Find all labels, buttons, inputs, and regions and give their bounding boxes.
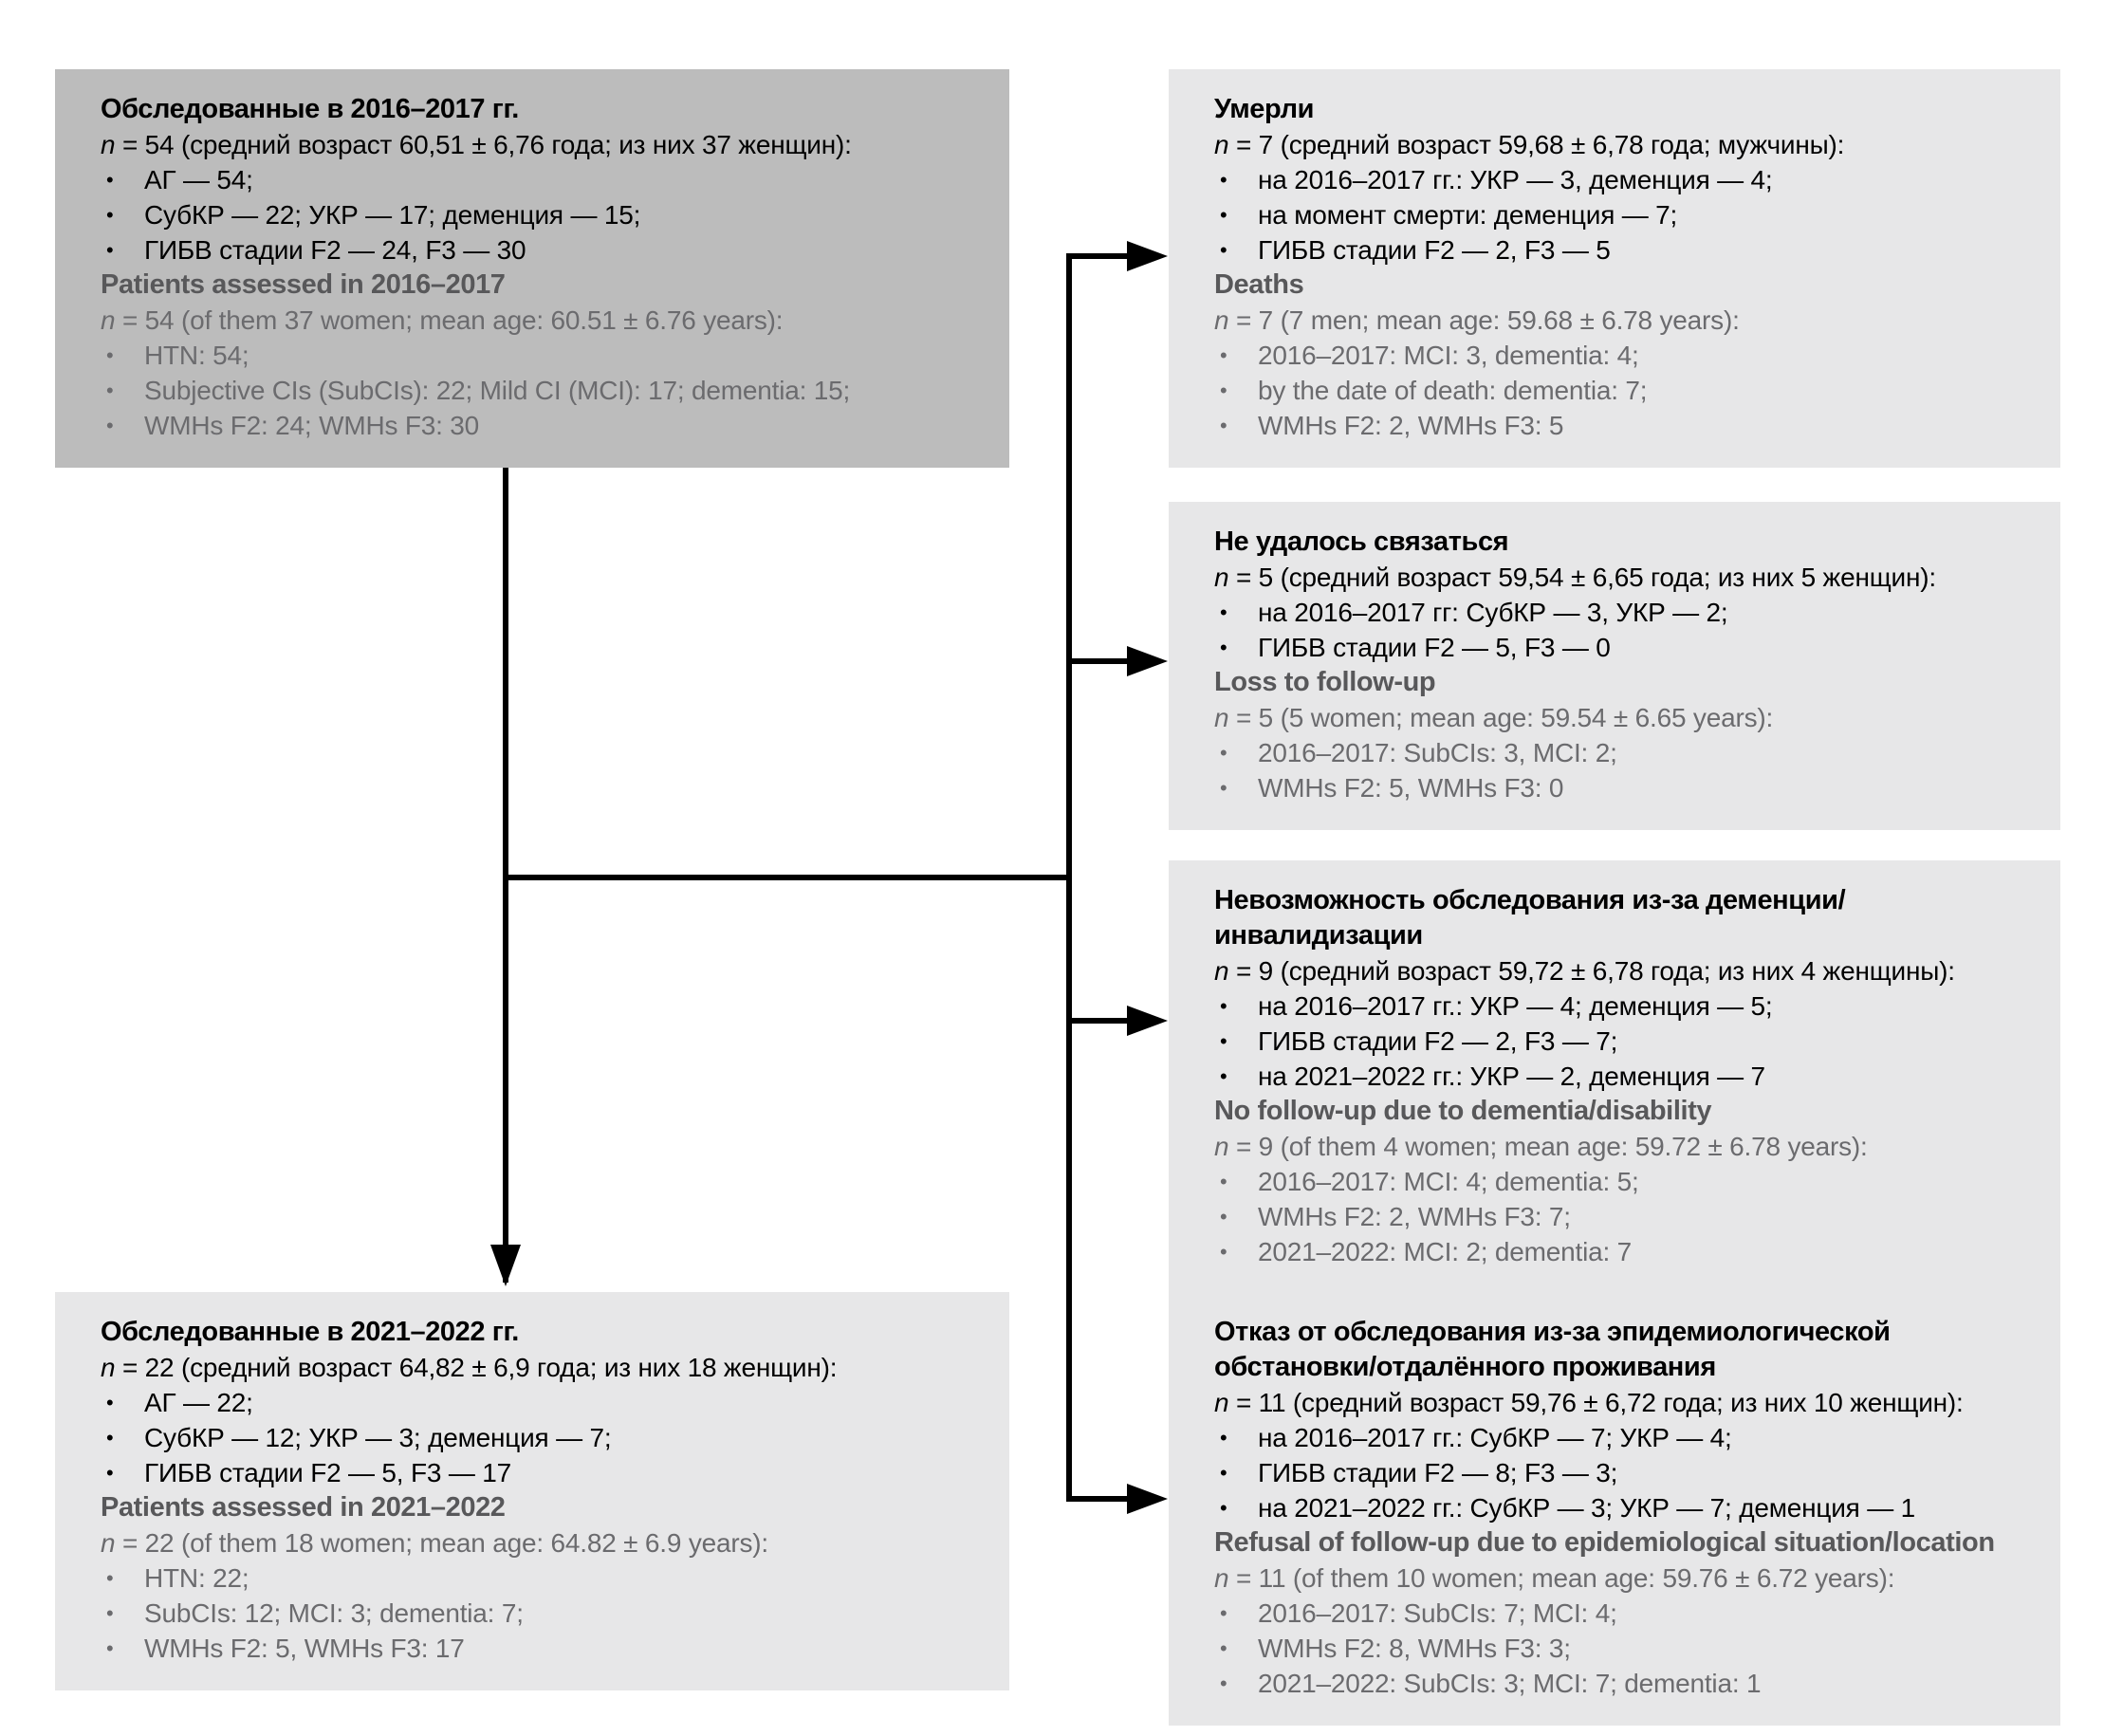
bullet-item: ГИБВ стадии F2 — 5, F3 — 0 [1214,630,2022,665]
box-title-en: Refusal of follow-up due to epidemiologi… [1214,1527,1995,1558]
box-assessed-2016-2017: Обследованные в 2016–2017 гг. n = 54 (ср… [55,69,1009,468]
box-title-ru: Не удалось связаться [1214,526,1509,557]
bullet-item: ГИБВ стадии F2 — 2, F3 — 7; [1214,1024,2022,1059]
bullet-item: ГИБВ стадии F2 — 24, F3 — 30 [101,232,971,268]
box-title-en: Patients assessed in 2021–2022 [101,1492,506,1523]
n-line-en: n = 7 (7 men; mean age: 59.68 ± 6.78 yea… [1214,305,1740,335]
arrowhead-refusal-icon [1127,1484,1168,1514]
box-title-en: Loss to follow-up [1214,667,1436,697]
n-line-ru: n = 7 (средний возраст 59,68 ± 6,78 года… [1214,130,1845,159]
n-line-ru: n = 54 (средний возраст 60,51 ± 6,76 год… [101,130,852,159]
arrowhead-no-followup-icon [1127,1006,1168,1036]
box-title-ru: Умерли [1214,94,1315,124]
bullet-item: 2016–2017: MCI: 4; dementia: 5; [1214,1164,2022,1199]
bullet-item: SubCIs: 12; MCI: 3; dementia: 7; [101,1596,971,1631]
bullet-item: СубКР — 12; УКР — 3; деменция — 7; [101,1420,971,1455]
box-title-ru: Обследованные в 2021–2022 гг. [101,1317,519,1347]
box-title-en: Deaths [1214,269,1304,300]
bullet-item: ГИБВ стадии F2 — 5, F3 — 17 [101,1455,971,1490]
bullet-item: Subjective CIs (SubCIs): 22; Mild CI (MC… [101,373,971,408]
n-line-ru: n = 9 (средний возраст 59,72 ± 6,78 года… [1214,956,1955,986]
arrowhead-down-icon [490,1245,521,1286]
box-title-ru: Невозможность обследования из-за деменци… [1214,885,1846,951]
bullet-item: на 2016–2017 гг: СубКР — 3, УКР — 2; [1214,595,2022,630]
bullet-item: на момент смерти: деменция — 7; [1214,197,2022,232]
bullet-item: АГ — 54; [101,162,971,197]
bullet-item: WMHs F2: 5, WMHs F3: 0 [1214,770,2022,805]
box-title-en: Patients assessed in 2016–2017 [101,269,506,300]
box-deaths: Умерли n = 7 (средний возраст 59,68 ± 6,… [1169,69,2060,468]
bullet-item: 2021–2022: SubCIs: 3; MCI: 7; dementia: … [1214,1666,2022,1701]
bullet-item: на 2016–2017 гг.: СубКР — 7; УКР — 4; [1214,1420,2022,1455]
box-title-en: No follow-up due to dementia/disability [1214,1096,1712,1126]
box-assessed-2021-2022: Обследованные в 2021–2022 гг. n = 22 (ср… [55,1292,1009,1690]
bullet-item: WMHs F2: 2, WMHs F3: 7; [1214,1199,2022,1234]
bullet-item: ГИБВ стадии F2 — 2, F3 — 5 [1214,232,2022,268]
bullet-item: на 2021–2022 гг.: УКР — 2, деменция — 7 [1214,1059,2022,1094]
n-line-ru: n = 22 (средний возраст 64,82 ± 6,9 года… [101,1353,838,1382]
box-title-ru: Обследованные в 2016–2017 гг. [101,94,519,124]
bullet-item: на 2016–2017 гг.: УКР — 3, деменция — 4; [1214,162,2022,197]
bullet-item: 2016–2017: MCI: 3, dementia: 4; [1214,338,2022,373]
bullet-item: АГ — 22; [101,1385,971,1420]
n-line-ru: n = 11 (средний возраст 59,76 ± 6,72 год… [1214,1388,1964,1417]
bullet-item: HTN: 22; [101,1561,971,1596]
bullet-item: by the date of death: dementia: 7; [1214,373,2022,408]
bullet-item: HTN: 54; [101,338,971,373]
n-line-ru: n = 5 (средний возраст 59,54 ± 6,65 года… [1214,563,1936,592]
bullet-item: на 2016–2017 гг.: УКР — 4; деменция — 5; [1214,988,2022,1024]
n-line-en: n = 9 (of them 4 women; mean age: 59.72 … [1214,1132,1868,1161]
n-line-en: n = 22 (of them 18 women; mean age: 64.8… [101,1528,769,1558]
n-line-en: n = 54 (of them 37 women; mean age: 60.5… [101,305,784,335]
bullet-item: 2021–2022: MCI: 2; dementia: 7 [1214,1234,2022,1269]
box-refusal: Отказ от обследования из-за эпидемиологи… [1169,1292,2060,1726]
n-line-en: n = 5 (5 women; mean age: 59.54 ± 6.65 y… [1214,703,1774,732]
bullet-item: ГИБВ стадии F2 — 8; F3 — 3; [1214,1455,2022,1490]
n-line-en: n = 11 (of them 10 women; mean age: 59.7… [1214,1563,1895,1593]
bullet-item: WMHs F2: 2, WMHs F3: 5 [1214,408,2022,443]
bullet-item: WMHs F2: 24; WMHs F3: 30 [101,408,971,443]
box-loss-to-follow-up: Не удалось связаться n = 5 (средний возр… [1169,502,2060,830]
box-no-follow-up: Невозможность обследования из-за деменци… [1169,860,2060,1294]
bullet-item: WMHs F2: 5, WMHs F3: 17 [101,1631,971,1666]
bullet-item: 2016–2017: SubCIs: 7; MCI: 4; [1214,1596,2022,1631]
bullet-item: 2016–2017: SubCIs: 3, MCI: 2; [1214,735,2022,770]
arrowhead-deaths-icon [1127,241,1168,271]
bullet-item: WMHs F2: 8, WMHs F3: 3; [1214,1631,2022,1666]
arrowhead-loss-icon [1127,646,1168,676]
bullet-item: СубКР — 22; УКР — 17; деменция — 15; [101,197,971,232]
box-title-ru: Отказ от обследования из-за эпидемиологи… [1214,1317,1891,1382]
bullet-item: на 2021–2022 гг.: СубКР — 3; УКР — 7; де… [1214,1490,2022,1525]
